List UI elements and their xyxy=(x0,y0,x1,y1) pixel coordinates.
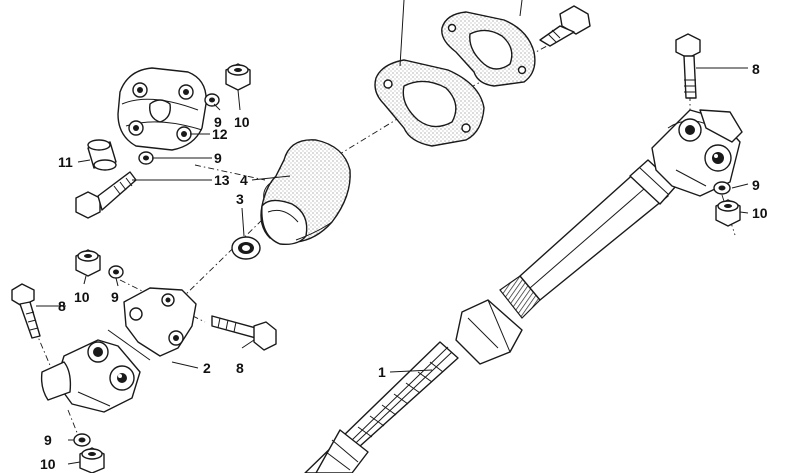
lower-joint-bolt-vertical xyxy=(11,283,41,339)
lower-joint-washer-top xyxy=(108,265,124,279)
callout-9-coupling-upper: 9 xyxy=(214,114,222,130)
coupling-self-locking-nut xyxy=(225,63,251,91)
lower-joint-nut-bottom xyxy=(79,447,105,473)
callout-labels: 1 2 3 4 8 8 8 9 9 9 9 9 10 10 10 10 11 1… xyxy=(40,61,768,472)
callout-9-upper-joint: 9 xyxy=(752,177,760,193)
lower-joint-washer-bottom xyxy=(73,433,91,447)
callout-10-coupling: 10 xyxy=(234,114,250,130)
column-flange-gasket-large xyxy=(374,59,485,147)
coupling-washer-upper xyxy=(204,93,220,107)
callout-4: 4 xyxy=(240,172,248,188)
callout-10-lower-joint: 10 xyxy=(74,289,90,305)
callout-3: 3 xyxy=(236,191,244,207)
callout-11: 11 xyxy=(58,154,73,170)
callout-9-bottom-left: 9 xyxy=(44,432,52,448)
upper-joint-washer xyxy=(713,181,731,195)
callout-9-coupling-lower: 9 xyxy=(214,150,222,166)
lower-joint-bolt-horizontal xyxy=(211,315,277,351)
callout-8-upper-right: 8 xyxy=(752,61,760,77)
callout-10-upper-joint: 10 xyxy=(752,205,768,221)
callout-13: 13 xyxy=(214,172,230,188)
rubber-dust-boot xyxy=(260,139,351,246)
flexible-coupling-disc xyxy=(117,67,207,151)
coupling-washer-lower xyxy=(138,151,154,165)
upper-joint-bolt xyxy=(675,33,701,99)
upper-joint-nut xyxy=(715,199,741,227)
callout-9-lower-joint: 9 xyxy=(111,289,119,305)
spacer-sleeve xyxy=(87,139,117,171)
upper-universal-joint xyxy=(651,109,743,197)
callout-8-lower-center: 8 xyxy=(236,360,244,376)
callout-1: 1 xyxy=(378,364,386,380)
steering-column-shaft xyxy=(304,159,677,473)
shaft-spline-ribs xyxy=(357,361,444,438)
callout-12: 12 xyxy=(212,126,228,142)
coupling-bolt xyxy=(75,171,137,219)
lower-universal-joint xyxy=(40,287,197,413)
callout-10-bottom-left: 10 xyxy=(40,456,56,472)
bushing xyxy=(231,236,261,260)
callout-2: 2 xyxy=(203,360,211,376)
callout-8-left: 8 xyxy=(58,298,66,314)
lower-joint-nut-top xyxy=(75,249,101,277)
callout-leader-lines xyxy=(36,0,749,465)
column-flange-gasket-small xyxy=(441,11,536,87)
flange-bolt-top xyxy=(539,5,591,47)
